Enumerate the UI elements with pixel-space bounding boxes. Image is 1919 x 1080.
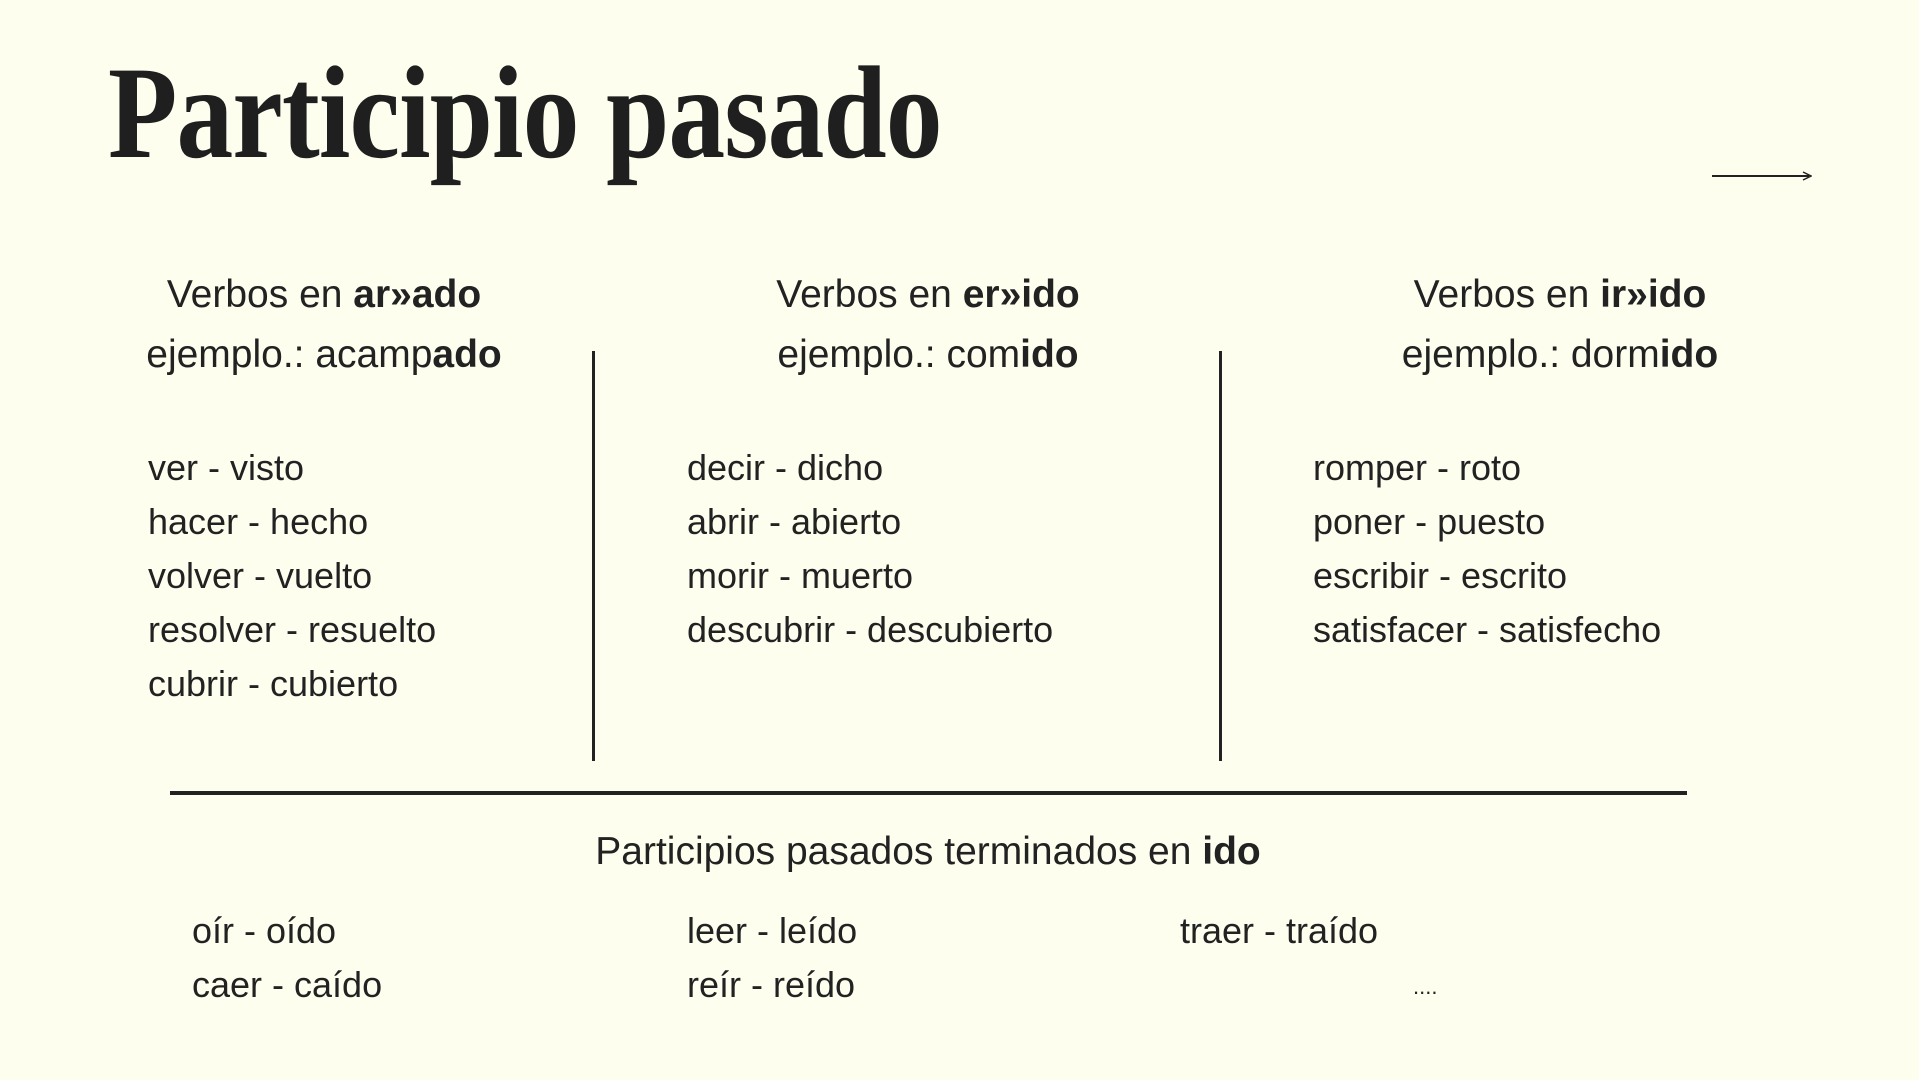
list-item: leer - leído (687, 910, 858, 951)
example-ending: ado (432, 333, 502, 376)
example-ending: ido (1020, 333, 1079, 376)
section-divider (170, 791, 1687, 795)
list-item: satisfacer - satisfecho (1313, 609, 1662, 650)
list-item: poner - puesto (1313, 501, 1546, 542)
list-item: traer - traído (1180, 910, 1379, 951)
bottom-title-text: Participios pasados terminados en (595, 830, 1203, 873)
example-text: ejemplo.: acamp (146, 333, 433, 376)
list-er-verbs: decir - dicho abrir - abierto morir - mu… (687, 441, 1053, 657)
list-item: escribir - escrito (1313, 555, 1568, 596)
bottom-title-ending: ido (1202, 830, 1261, 873)
list-ido-col2: leer - leído reír - reído (687, 904, 857, 1012)
column-header-ar: Verbos en ar»ado ejemplo.: acampado (44, 265, 604, 385)
list-item: cubrir - cubierto (148, 663, 399, 704)
example-ending: ido (1659, 333, 1719, 376)
list-item: romper - roto (1313, 447, 1522, 488)
example-text: ejemplo.: dorm (1401, 333, 1660, 376)
list-item: morir - muerto (687, 555, 914, 596)
column-header-er: Verbos en er»ido ejemplo.: comido (648, 265, 1208, 385)
header-ending: ir»ido (1600, 273, 1707, 316)
list-item: caer - caído (192, 964, 383, 1005)
list-item: abrir - abierto (687, 501, 902, 542)
bottom-section-title: Participios pasados terminados en ido (428, 822, 1428, 882)
list-item: reír - reído (687, 964, 856, 1005)
ellipsis: .... (1413, 974, 1438, 999)
header-text: Verbos en (166, 273, 354, 316)
arrow-right-icon (1712, 171, 1812, 181)
list-ido-col1: oír - oído caer - caído (192, 904, 382, 1012)
list-item: resolver - resuelto (148, 609, 437, 650)
column-header-ir: Verbos en ir»ido ejemplo.: dormido (1280, 265, 1840, 385)
column-divider (592, 351, 595, 761)
header-text: Verbos en (776, 273, 963, 316)
list-ar-verbs: ver - visto hacer - hecho volver - vuelt… (148, 441, 436, 711)
page-title: Participio pasado (108, 39, 943, 186)
header-ending: er»ido (962, 273, 1080, 316)
header-text: Verbos en (1413, 273, 1601, 316)
list-item: ver - visto (148, 447, 305, 488)
column-divider (1219, 351, 1222, 761)
list-ido-col3: traer - traído (1180, 904, 1378, 958)
example-text: ejemplo.: com (777, 333, 1021, 376)
header-ending: ar»ado (353, 273, 482, 316)
list-ir-verbs: romper - roto poner - puesto escribir - … (1313, 441, 1661, 657)
list-item: volver - vuelto (148, 555, 373, 596)
list-item: hacer - hecho (148, 501, 369, 542)
list-item: decir - dicho (687, 447, 884, 488)
list-item: descubrir - descubierto (687, 609, 1054, 650)
list-item: oír - oído (192, 910, 337, 951)
